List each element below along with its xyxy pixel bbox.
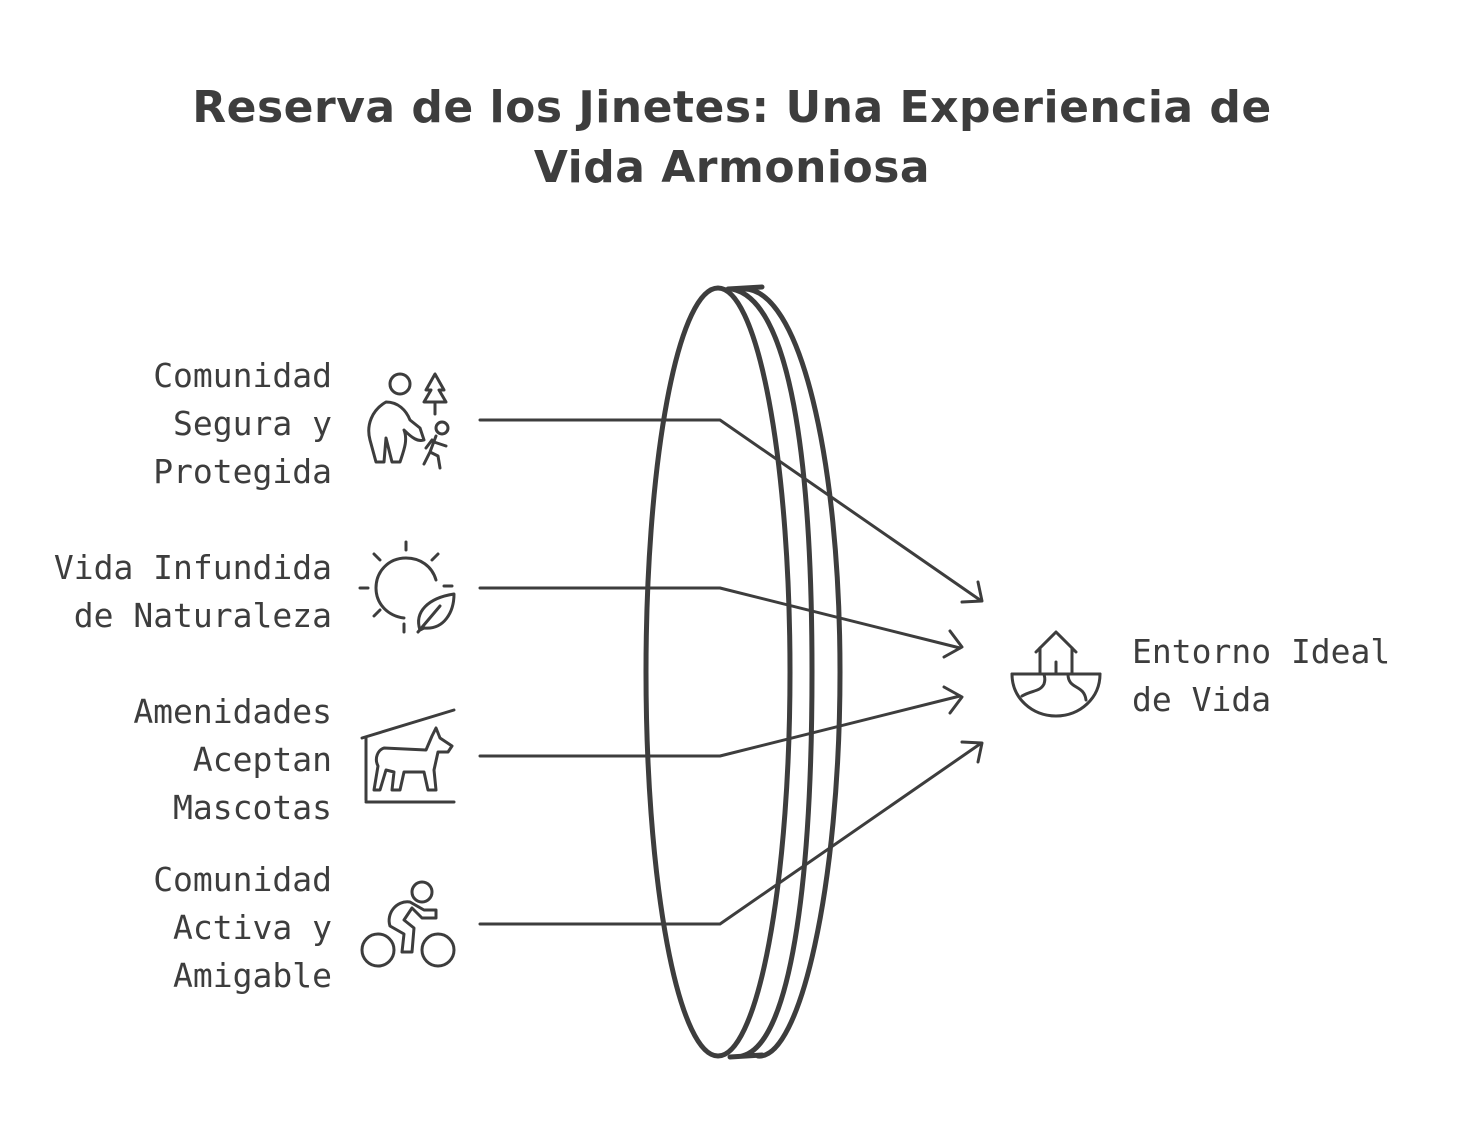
output-label-ideal-environment: Entorno Ideal de Vida [1132,628,1452,724]
connector-3 [478,694,962,758]
label-line: de Vida [1132,680,1272,719]
arrowhead-3 [942,685,964,715]
label-line: Activa y [173,908,332,947]
sun-leaf-icon [358,540,456,634]
label-line: Mascotas [173,788,332,827]
dog-shelter-icon [360,708,456,804]
label-line: Vida Infundida [53,548,332,587]
lens-back-edge [739,286,843,1059]
connector-2 [478,586,962,650]
label-line: Entorno Ideal [1132,632,1391,671]
connector-4 [478,742,982,926]
family-nature-icon [367,372,450,470]
label-line: Segura y [173,404,332,443]
label-line: Comunidad [153,860,332,899]
label-line: Amigable [173,956,332,995]
input-label-safe-community: Comunidad Segura y Protegida [12,352,332,496]
title-line-1: Reserva de los Jinetes: Una Experiencia … [192,82,1272,133]
cyclist-icon [360,880,456,968]
input-label-nature-life: Vida Infundida de Naturaleza [12,544,332,640]
connector-lines [478,418,984,926]
arrowhead-1 [960,580,984,604]
diagram-title: Reserva de los Jinetes: Una Experiencia … [0,78,1464,198]
arrowhead-4 [960,740,984,764]
arrowhead-2 [942,629,964,659]
label-line: de Naturaleza [73,596,332,635]
lens-inner-rim [729,286,815,1059]
lens-bottom-join [727,1052,765,1060]
house-landscape-icon [1010,630,1102,718]
connector-1 [478,418,982,602]
title-line-2: Vida Armoniosa [533,142,931,193]
label-line: Amenidades [133,692,332,731]
label-line: Comunidad [153,356,332,395]
lens-front-face [643,285,793,1059]
input-label-active-community: Comunidad Activa y Amigable [12,856,332,1000]
lens-top-join [725,284,765,292]
label-line: Protegida [153,452,332,491]
label-line: Aceptan [192,740,332,779]
input-label-pet-amenities: Amenidades Aceptan Mascotas [12,688,332,832]
lens-shape [643,284,843,1060]
